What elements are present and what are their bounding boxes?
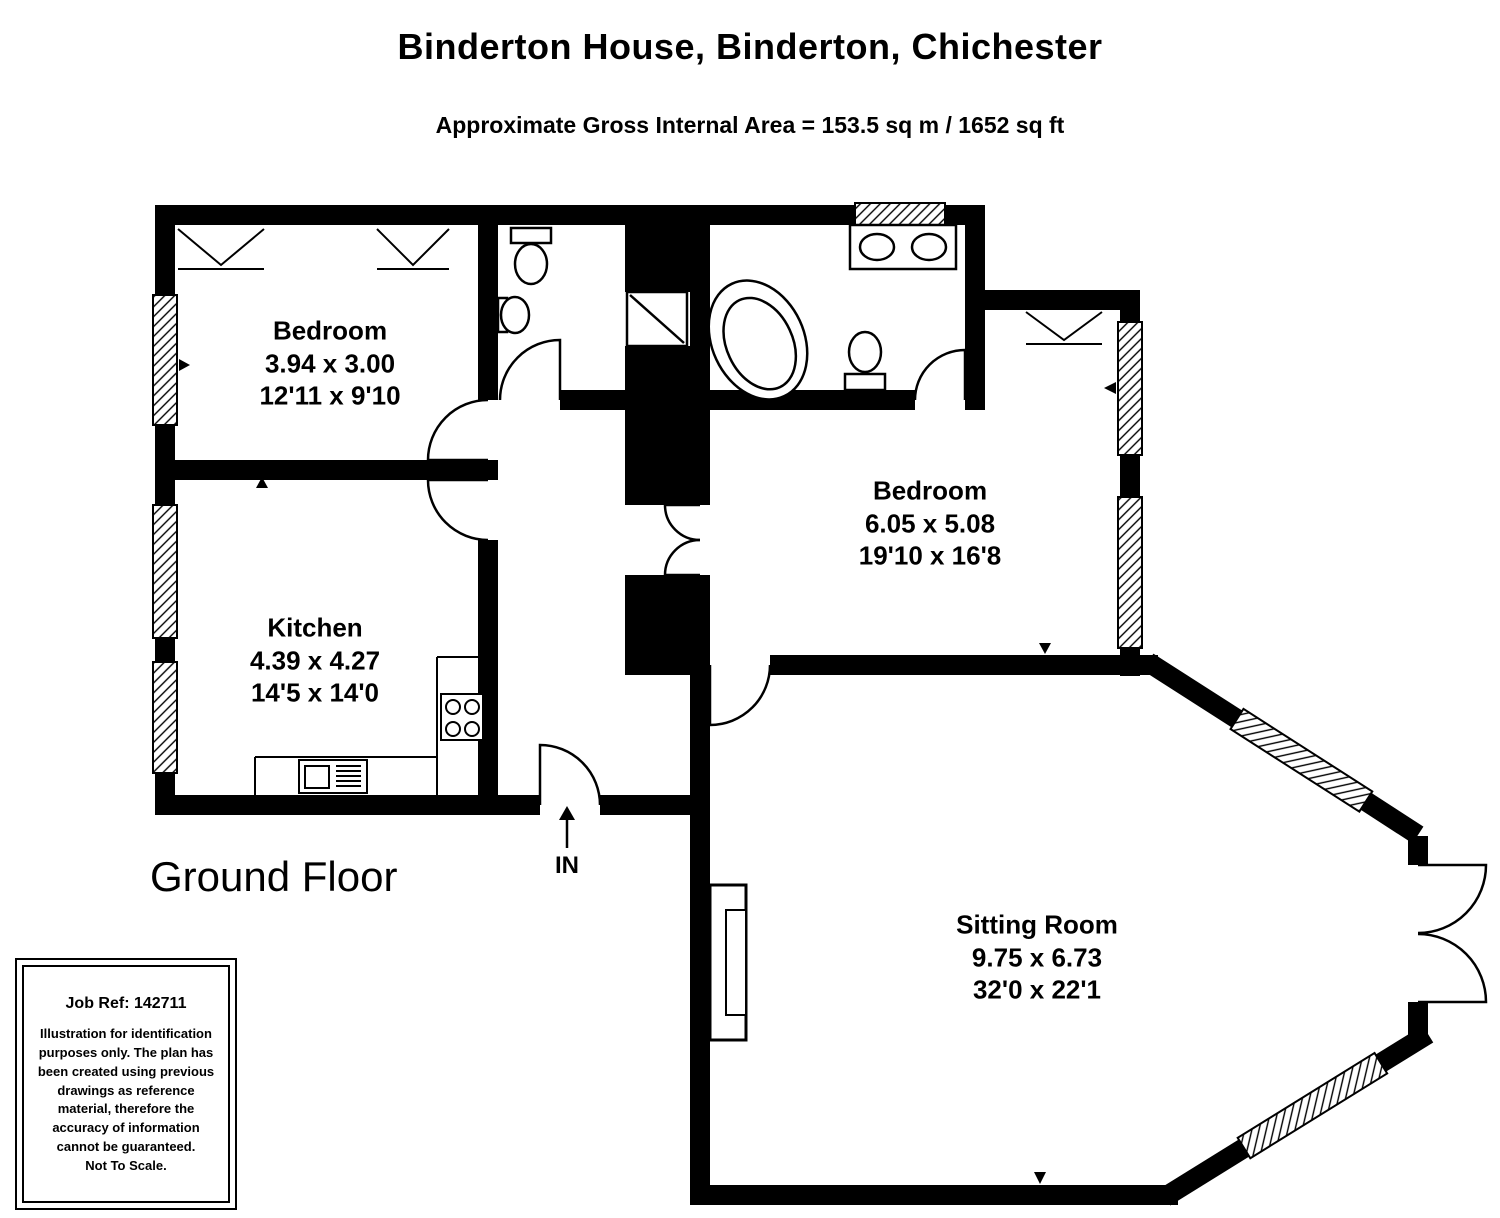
dimension-tick-icon <box>179 359 1116 1184</box>
room-dim-metric: 9.75 x 6.73 <box>971 941 1103 972</box>
room-dim-imperial: 19'10 x 16'8 <box>858 540 1002 571</box>
door-french-leaf-b <box>1417 932 1488 1004</box>
toilet-icon <box>843 330 887 392</box>
fixtures <box>177 223 1116 1184</box>
door-french-leaf-a <box>1417 863 1488 935</box>
room-dim-imperial: 32'0 x 22'1 <box>972 974 1102 1005</box>
room-label-kitchen: Kitchen 4.39 x 4.27 14'5 x 14'0 <box>250 611 380 709</box>
window-bedroom2-1 <box>1117 321 1143 456</box>
room-name: Kitchen <box>267 612 363 643</box>
door-bedroom1 <box>426 398 489 462</box>
windows <box>152 202 1389 1160</box>
toilet-icon <box>509 226 553 286</box>
room-dim-imperial: 12'11 x 9'10 <box>259 380 401 411</box>
window-bay-lower <box>1236 1051 1389 1160</box>
entrance-label: IN <box>555 852 579 879</box>
room-label-bedroom-1: Bedroom 3.94 x 3.00 12'11 x 9'10 <box>259 314 400 412</box>
door-double-leaf-a <box>663 503 701 542</box>
walls <box>155 205 1434 1206</box>
room-name: Bedroom <box>272 315 388 346</box>
shower-icon <box>625 290 689 348</box>
door-wc <box>498 338 562 401</box>
window-bedroom1 <box>152 294 178 426</box>
wardrobe-icon <box>177 228 1103 345</box>
area-note: Approximate Gross Internal Area = 153.5 … <box>435 112 1065 138</box>
vanity-basins-icon <box>848 223 958 271</box>
page-title: Binderton House, Binderton, Chichester <box>397 26 1103 67</box>
sink-icon <box>298 759 368 794</box>
floor-label: Ground Floor <box>150 853 398 900</box>
window-kitchen-1 <box>152 504 178 639</box>
wall-blocks <box>625 205 690 675</box>
room-label-sitting-room: Sitting Room 9.75 x 6.73 32'0 x 22'1 <box>956 908 1118 1006</box>
room-dim-metric: 6.05 x 5.08 <box>864 507 996 538</box>
not-to-scale-text: Not To Scale. <box>85 1157 167 1173</box>
window-bedroom2-2 <box>1117 496 1143 649</box>
door-sitting-room <box>708 664 772 727</box>
door-entrance <box>538 743 602 806</box>
disclaimer-text: Illustration for identification purposes… <box>37 1026 215 1155</box>
basin-icon <box>496 295 531 335</box>
window-bay-upper <box>1229 707 1374 814</box>
doors <box>426 338 1488 1004</box>
room-dim-metric: 3.94 x 3.00 <box>264 347 396 378</box>
window-ensuite <box>854 202 946 228</box>
entrance-arrow-icon <box>559 806 575 848</box>
room-name: Bedroom <box>872 475 988 506</box>
door-double-leaf-b <box>663 538 701 577</box>
job-ref: Job Ref: 142711 <box>65 995 187 1012</box>
window-kitchen-2 <box>152 661 178 774</box>
room-name: Sitting Room <box>956 909 1118 940</box>
door-kitchen <box>426 478 489 542</box>
room-label-bedroom-2: Bedroom 6.05 x 5.08 19'10 x 16'8 <box>859 474 1002 572</box>
fireplace <box>708 883 748 1042</box>
bathtub-icon <box>707 279 809 401</box>
door-ensuite <box>913 348 967 401</box>
room-dim-metric: 4.39 x 4.27 <box>249 644 381 675</box>
room-dim-imperial: 14'5 x 14'0 <box>250 677 380 708</box>
hob-icon <box>440 693 484 741</box>
legend-inner: Job Ref: 142711 Illustration for identif… <box>22 965 230 1203</box>
kitchen-counter <box>254 656 478 795</box>
legend-box: Job Ref: 142711 Illustration for identif… <box>15 958 237 1210</box>
